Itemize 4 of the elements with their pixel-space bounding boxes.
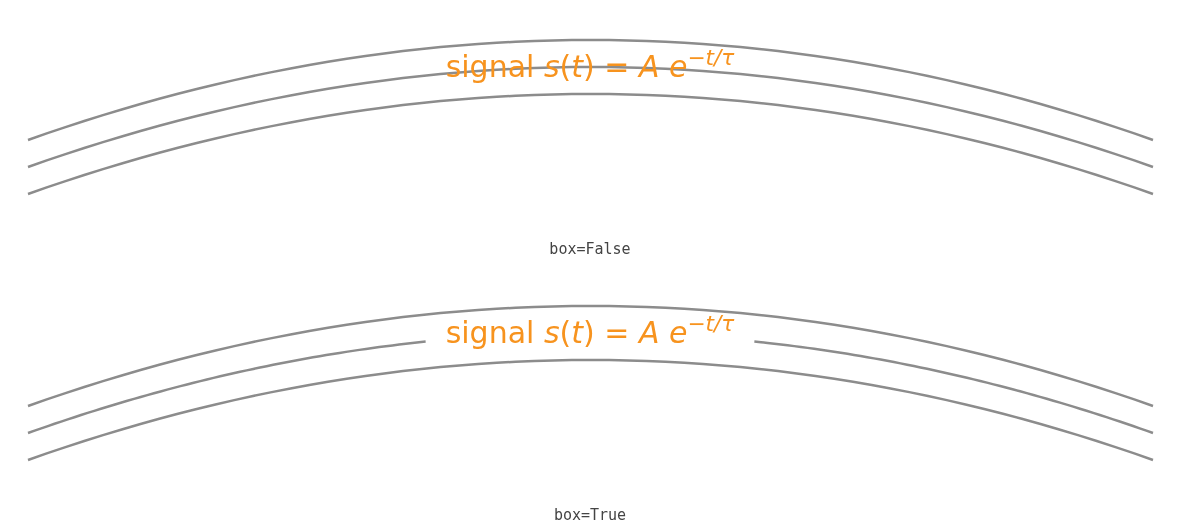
panel-caption: box=True — [553, 506, 627, 524]
panel-caption: box=False — [549, 240, 631, 258]
curve-label: signal s(t) = A e$^{−t/τ}$ — [445, 49, 735, 85]
curve-label: signal s(t) = A e$^{−t/τ}$ — [445, 315, 735, 351]
